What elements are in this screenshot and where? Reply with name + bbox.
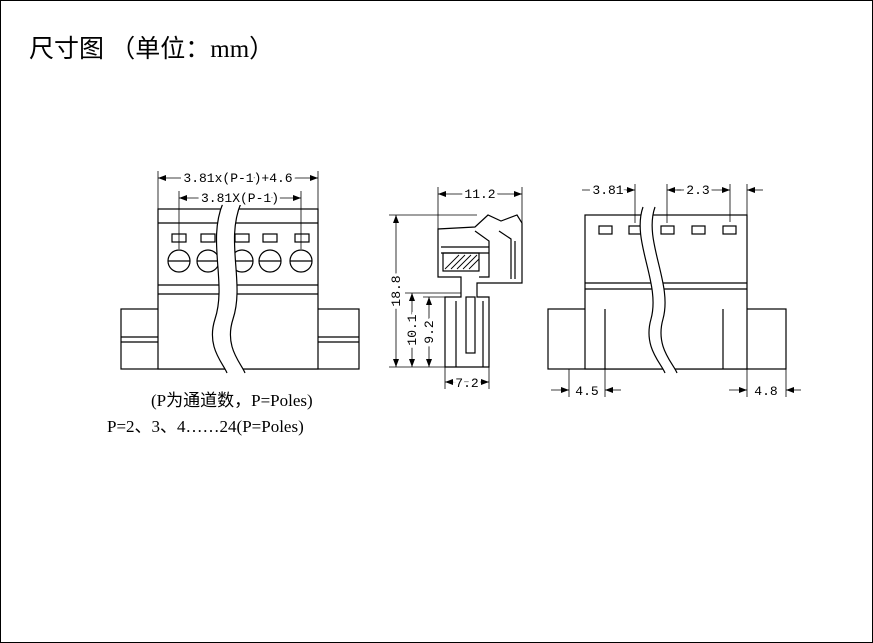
front-break bbox=[212, 203, 245, 373]
rear-dim-flange-offset: 2.3 bbox=[686, 183, 709, 198]
rear-dim-pitch: 3.81 bbox=[592, 183, 623, 198]
poles-note: (P为通道数，P=Poles) bbox=[151, 391, 313, 410]
rear-housing bbox=[584, 214, 748, 370]
rear-view bbox=[547, 184, 801, 397]
front-dim-overall: 3.81x(P-1)+4.6 bbox=[183, 171, 292, 186]
side-pin bbox=[465, 296, 476, 354]
front-housing bbox=[157, 208, 319, 370]
poles-range-note: P=2、3、4……24(P=Poles) bbox=[107, 417, 304, 436]
side-dim-pin-length: 9.2 bbox=[422, 320, 437, 343]
side-dim-base: 7.2 bbox=[455, 376, 478, 391]
side-dim-pin-height: 10.1 bbox=[405, 314, 420, 345]
rear-dim-right-ear: 4.8 bbox=[754, 384, 777, 399]
side-dim-height: 18.8 bbox=[389, 275, 404, 306]
front-dim-pitch-span: 3.81X(P-1) bbox=[201, 191, 279, 206]
rear-dim-left-ear: 4.5 bbox=[575, 384, 598, 399]
page-title: 尺寸图 （单位：mm） bbox=[29, 36, 275, 63]
side-hatched-block bbox=[442, 252, 480, 272]
side-view bbox=[389, 187, 523, 389]
side-dim-depth: 11.2 bbox=[464, 187, 495, 202]
front-view bbox=[120, 171, 360, 374]
side-body-outline bbox=[437, 214, 523, 368]
